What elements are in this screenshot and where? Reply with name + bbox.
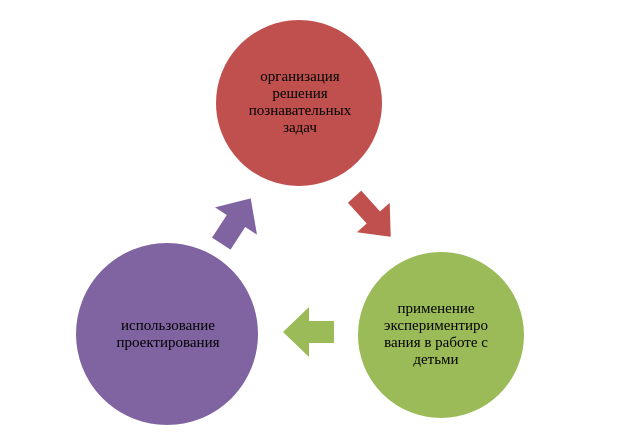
circle-node-left [74,241,260,427]
circle-node-right [356,250,526,420]
arrow-left-to-top [212,198,257,250]
arrow-top-to-right [347,190,391,237]
arrow-right-to-left [283,307,334,357]
circle-node-top [214,18,384,188]
